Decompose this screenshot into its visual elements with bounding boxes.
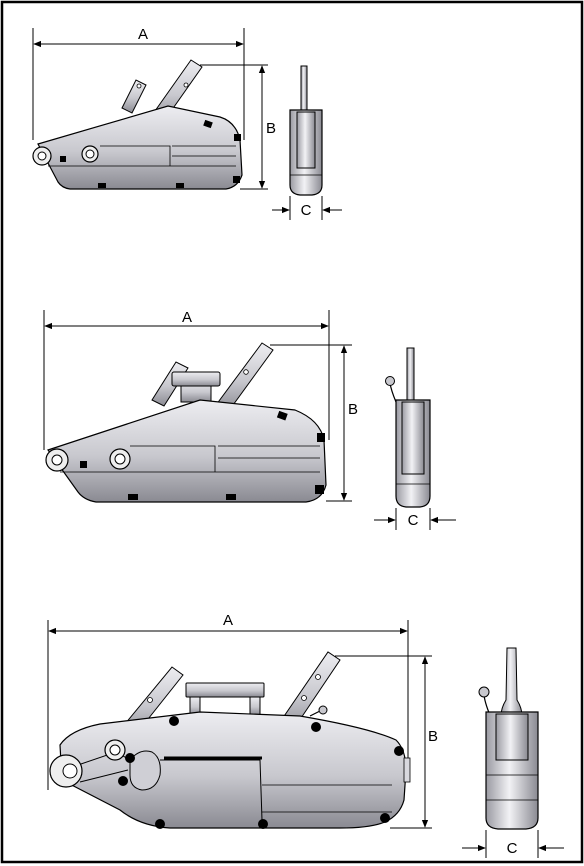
rivet	[394, 746, 404, 756]
rivet	[234, 134, 241, 141]
dimension-c-label: C	[408, 512, 419, 529]
hoist-side-view	[385, 347, 431, 508]
rivet	[80, 461, 87, 468]
dimension-c-label: C	[301, 202, 312, 219]
rivet	[233, 176, 240, 183]
rivet	[203, 119, 213, 129]
hoist-body	[59, 711, 407, 829]
hoist-side-view	[478, 647, 539, 830]
rivet	[311, 722, 321, 732]
rivet	[380, 813, 390, 823]
dimension-b-label: B	[266, 120, 276, 137]
lever-handle-front	[277, 651, 341, 734]
top-handle	[171, 371, 221, 403]
rivet	[125, 753, 135, 763]
hoist-side-view	[289, 65, 323, 196]
rivet	[176, 183, 184, 188]
rivet	[98, 183, 106, 188]
lever-handle-front	[215, 342, 274, 413]
hoist-body	[37, 105, 243, 190]
rivet	[276, 410, 288, 421]
rivet	[258, 819, 268, 829]
rivet	[118, 776, 128, 786]
dimension-c-label: C	[507, 840, 518, 857]
dimension-a-label: A	[182, 309, 192, 326]
cable-guide	[129, 750, 161, 791]
rivet	[60, 156, 66, 162]
hoist-diagram-medium: A B	[43, 309, 456, 530]
rivet	[317, 433, 325, 442]
rivet	[128, 494, 138, 500]
rivet	[169, 716, 179, 726]
top-handle	[185, 682, 265, 716]
hoist-diagram-large: A	[47, 612, 564, 858]
rivet	[315, 485, 324, 494]
lever-handle-rear	[121, 79, 147, 114]
hoist-body	[47, 399, 327, 503]
rivet	[226, 494, 236, 500]
hoist-diagram-small: A B	[32, 26, 342, 220]
dimension-a-label: A	[138, 26, 148, 43]
rivet	[155, 819, 165, 829]
dimension-b-label: B	[348, 401, 358, 418]
dimension-b-label: B	[428, 728, 438, 745]
dimension-a-label: A	[223, 612, 233, 629]
